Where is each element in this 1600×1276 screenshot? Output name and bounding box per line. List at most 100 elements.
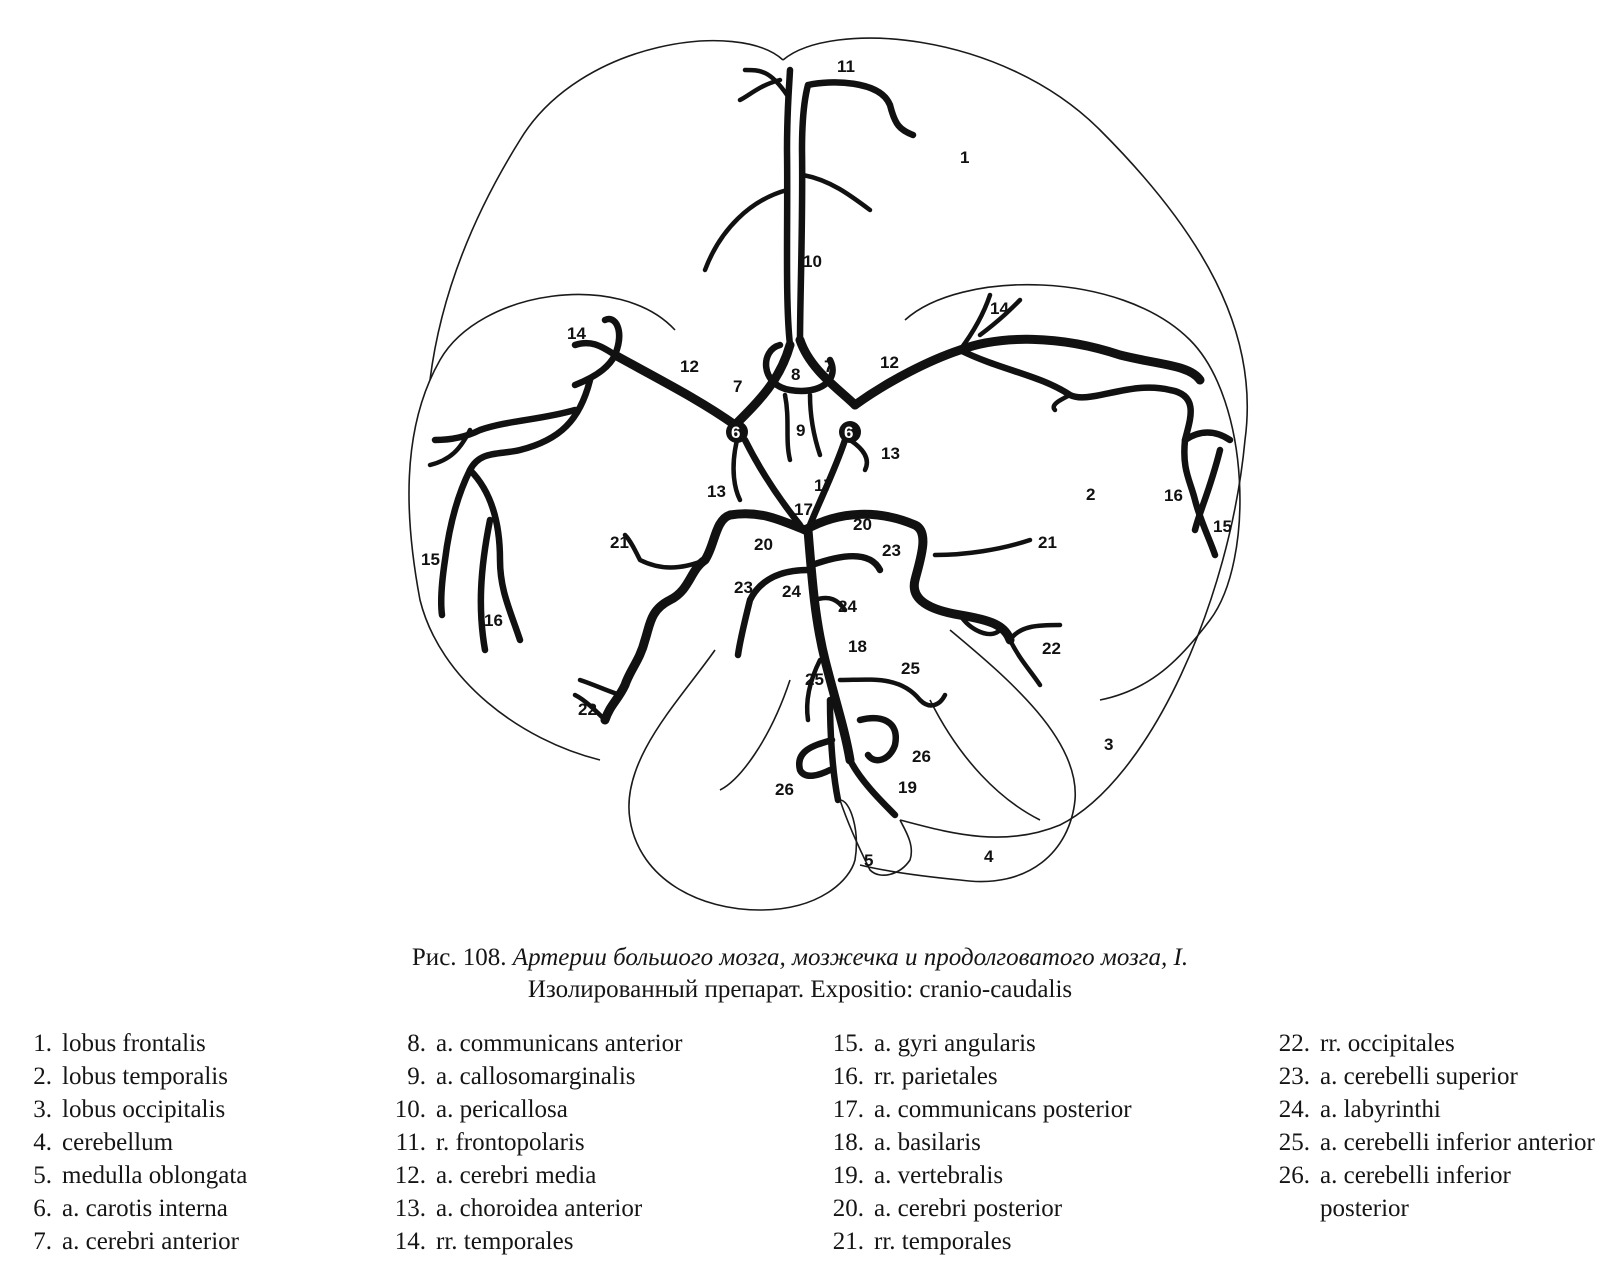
legend-item: 3.lobus occipitalis (18, 1093, 247, 1126)
label-17-b: 17 (794, 500, 813, 519)
cerebellum-left-inner (720, 680, 790, 790)
legend-item: 2.lobus temporalis (18, 1060, 247, 1093)
label-21-left: 21 (610, 533, 629, 552)
arteries (430, 70, 1230, 815)
legend-item: 18.a. basilaris (818, 1126, 1132, 1159)
legend-item: 9.a. callosomarginalis (380, 1060, 682, 1093)
label-region-4: 4 (984, 847, 994, 866)
legend-item: 16.rr. parietales (818, 1060, 1132, 1093)
cerebelli-inferior-anterior-right (840, 680, 945, 706)
label-11: 11 (837, 57, 855, 76)
middle-cerebral-right-2 (960, 350, 1215, 555)
legend-item: 1.lobus frontalis (18, 1027, 247, 1060)
legend-item: 20.a. cerebri posterior (818, 1192, 1132, 1225)
caption-line-2: Изолированный препарат. Expositio: crani… (0, 974, 1600, 1006)
label-16-left: 16 (484, 611, 503, 630)
label-6-left: 6 (731, 423, 740, 442)
figure-caption: Рис. 108. Артерии большого мозга, мозжеч… (0, 942, 1600, 1006)
cerebellum-right-inner (930, 700, 1040, 820)
choroidea-anterior-right (850, 440, 867, 470)
legend-item: 7.a. cerebri anterior (18, 1225, 247, 1258)
label-region-2: 2 (1086, 485, 1095, 504)
label-16-right: 16 (1164, 486, 1183, 505)
legend-item: 19.a. vertebralis (818, 1159, 1132, 1192)
label-26-left: 26 (775, 780, 794, 799)
label-region-1: 1 (960, 148, 969, 167)
label-17-a: 17 (814, 476, 833, 495)
legend-item: 5.medulla oblongata (18, 1159, 247, 1192)
legend-column-3: 15.a. gyri angularis 16.rr. parietales 1… (818, 1027, 1132, 1258)
label-13-right: 13 (881, 444, 900, 463)
legend-column-2: 8.a. communicans anterior 9.a. callosoma… (380, 1027, 682, 1258)
legend-item: 24.a. labyrinthi (1264, 1093, 1600, 1126)
frontal-branch-left (705, 190, 787, 270)
pericallosa-artery-2 (800, 82, 913, 340)
label-12-right: 12 (880, 353, 899, 372)
label-14-left: 14 (567, 324, 586, 343)
label-18: 18 (848, 637, 867, 656)
label-7-left: 7 (733, 377, 742, 396)
branch-right-lower (1054, 395, 1070, 410)
brain-outlines (409, 38, 1247, 910)
legend-item: 15.a. gyri angularis (818, 1027, 1132, 1060)
caption-title: Артерии большого мозга, мозжечка и продо… (513, 944, 1188, 971)
cerebelli-superior-right (812, 556, 880, 570)
label-25-left: 25 (805, 670, 824, 689)
label-7-right: 7 (824, 357, 833, 376)
legend-item: 26.a. cerebelli inferior posterior (1264, 1159, 1600, 1225)
label-13-left: 13 (707, 482, 726, 501)
vertebralis-right (850, 760, 895, 815)
pericallosa-artery (787, 70, 790, 345)
label-region-3: 3 (1104, 735, 1113, 754)
legend-item: 25.a. cerebelli inferior anterior (1264, 1126, 1600, 1159)
legend-item: 17.a. communicans posterior (818, 1093, 1132, 1126)
frontal-lobe-outline-left (430, 41, 783, 380)
cerebellum-left-outline (629, 650, 856, 910)
label-23-right: 23 (882, 541, 901, 560)
label-22-right: 22 (1042, 639, 1061, 658)
temporal-branch-posterior-left (625, 535, 705, 568)
legend-item: 21.rr. temporales (818, 1225, 1132, 1258)
label-10: 10 (803, 252, 822, 271)
label-21-right: 21 (1038, 533, 1057, 552)
label-20-right: 20 (853, 515, 872, 534)
brain-arteries-diagram: 1 2 3 4 5 6 6 7 7 8 9 10 11 12 12 13 13 … (0, 0, 1600, 930)
legend-item: 14.rr. temporales (380, 1225, 682, 1258)
label-22-left: 22 (578, 700, 597, 719)
label-14-right: 14 (990, 299, 1009, 318)
legend-item: 23.a. cerebelli superior (1264, 1060, 1600, 1093)
legend-item: 4.cerebellum (18, 1126, 247, 1159)
legend-item: 6.a. carotis interna (18, 1192, 247, 1225)
label-region-5: 5 (864, 851, 873, 870)
label-12-left: 12 (680, 357, 699, 376)
posterior-cerebral-right (805, 514, 1010, 640)
label-23-left: 23 (734, 578, 753, 597)
legend-item: 10.a. pericallosa (380, 1093, 682, 1126)
legend-item: 13.a. choroidea anterior (380, 1192, 682, 1225)
label-26-right: 26 (912, 747, 931, 766)
legend-column-1: 1.lobus frontalis 2.lobus temporalis 3.l… (18, 1027, 247, 1258)
label-24-left: 24 (782, 582, 801, 601)
label-24-right: 24 (838, 597, 857, 616)
legend-item: 12.a. cerebri media (380, 1159, 682, 1192)
label-15-right: 15 (1213, 517, 1232, 536)
frontopolaris-branch (740, 70, 787, 100)
cerebelli-inferior-posterior-left (799, 740, 832, 776)
label-20-left: 20 (754, 535, 773, 554)
posterior-cerebral-left (605, 514, 805, 720)
caption-line-1: Рис. 108. Артерии большого мозга, мозжеч… (0, 942, 1600, 974)
temporal-branch-posterior-right (935, 540, 1030, 555)
caption-prefix: Рис. 108. (412, 944, 507, 971)
label-8: 8 (791, 365, 800, 384)
cerebelli-inferior-anterior-left (807, 660, 820, 720)
label-6-right: 6 (844, 423, 853, 442)
frontal-branch-right (803, 175, 870, 210)
legend-item: 11.r. frontopolaris (380, 1126, 682, 1159)
legend-column-4: 22.rr. occipitales 23.a. cerebelli super… (1264, 1027, 1600, 1225)
label-19: 19 (898, 778, 917, 797)
choroidea-anterior-left (734, 440, 740, 500)
label-25-right: 25 (901, 659, 920, 678)
legend-item: 22.rr. occipitales (1264, 1027, 1600, 1060)
label-9: 9 (796, 421, 805, 440)
label-15-left: 15 (421, 550, 440, 569)
